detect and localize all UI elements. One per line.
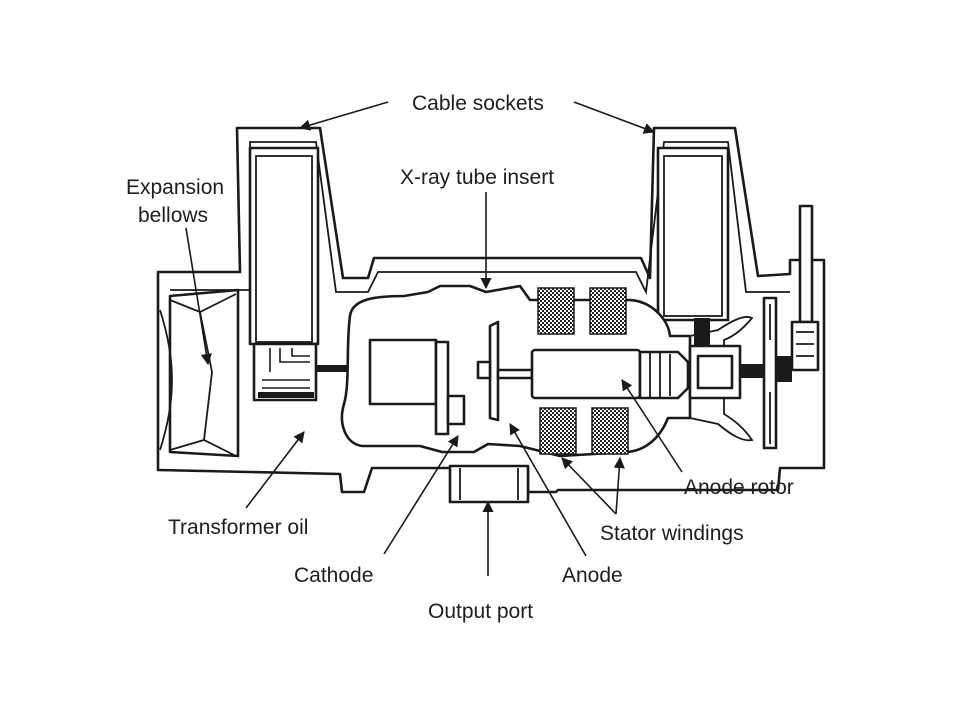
rotor-drive-inner: [696, 354, 734, 390]
cable-sockets-arrow-right: [573, 101, 656, 134]
external-connector-body: [790, 320, 820, 372]
expansion-bellows: [168, 288, 240, 458]
cathode-arrow: [383, 435, 459, 555]
bellows-outer-wall: [159, 309, 173, 451]
label-xray-tube-insert: X-ray tube insert: [400, 166, 554, 189]
cathode-lead: [316, 365, 372, 372]
label-expansion-line2: bellows: [138, 204, 208, 227]
anode-stem: [496, 368, 534, 380]
cable-sockets-arrow-left: [298, 101, 389, 131]
end-bearing-hub: [776, 356, 792, 382]
output-port-window: [459, 468, 519, 500]
label-anode-rotor: Anode rotor: [684, 476, 794, 499]
stator-winding-bottom-left: [539, 407, 577, 455]
expansion-bellows-arrow: [185, 227, 212, 366]
stator-windings-arrow-right: [613, 456, 625, 515]
left-cable-socket-body: [248, 146, 320, 346]
cathode-cup: [434, 340, 450, 436]
left-socket-terminals: [262, 348, 310, 389]
left-socket-terminal-bar: [258, 392, 314, 398]
label-cathode: Cathode: [294, 564, 373, 587]
cathode-body: [368, 338, 438, 406]
anode-rotor-body: [530, 348, 642, 400]
left-socket-terminal-block: [252, 342, 318, 402]
label-cable-sockets: Cable sockets: [412, 92, 544, 115]
anode-hub: [476, 360, 492, 380]
label-output-port: Output port: [428, 600, 533, 623]
external-connector-post: [798, 204, 814, 324]
cathode-focusing-head: [446, 394, 466, 426]
label-transformer-oil: Transformer oil: [168, 516, 308, 539]
left-cable-socket-inner: [255, 155, 313, 343]
housing-inner-line: [170, 141, 790, 296]
label-expansion-line1: Expansion: [126, 176, 224, 199]
rotor-bearing-end: [638, 350, 690, 400]
external-connector-detail: [796, 331, 814, 357]
stator-winding-bottom-right: [591, 407, 629, 455]
stator-winding-top-right: [589, 287, 627, 335]
anode-rotor-arrow: [621, 379, 683, 473]
transformer-oil-arrow: [245, 431, 305, 509]
right-cable-socket-body: [656, 146, 730, 322]
anode-disc: [488, 320, 500, 422]
output-port: [448, 464, 530, 504]
rotor-bearing-ridges: [649, 352, 671, 398]
label-stator-windings: Stator windings: [600, 522, 744, 545]
rotor-drive-shaft: [740, 364, 768, 378]
stator-windings-arrow-left: [561, 457, 617, 515]
stator-winding-top-left: [537, 287, 575, 335]
label-anode: Anode: [562, 564, 623, 587]
anode-arrow: [509, 423, 587, 557]
right-cable-socket-inner: [663, 155, 723, 317]
